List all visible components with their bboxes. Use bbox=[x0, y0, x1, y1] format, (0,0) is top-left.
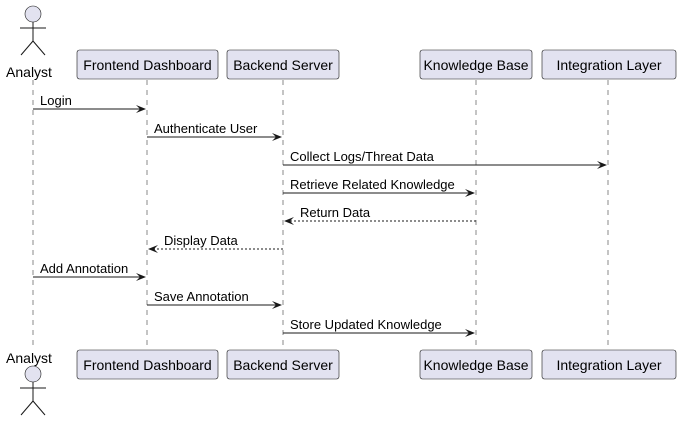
arrowhead-icon bbox=[136, 105, 146, 113]
actor-left-leg bbox=[20, 40, 34, 56]
arrowhead-icon bbox=[272, 133, 282, 141]
participant-box bbox=[226, 49, 340, 80]
participant-backend-top: Backend Server bbox=[226, 49, 340, 80]
participant-label: Knowledge Base bbox=[423, 57, 528, 73]
message-label: Add Annotation bbox=[40, 261, 128, 276]
message-label: Return Data bbox=[300, 205, 371, 220]
arrowhead-icon bbox=[465, 189, 475, 197]
message-label: Authenticate User bbox=[154, 121, 258, 136]
actor-head-icon bbox=[24, 5, 42, 23]
participant-label: Integration Layer bbox=[556, 357, 661, 373]
participant-label: Backend Server bbox=[233, 357, 333, 373]
actor-right-leg bbox=[32, 400, 46, 416]
participant-box bbox=[541, 349, 677, 380]
participant-kb-top: Knowledge Base bbox=[419, 49, 533, 80]
participant-frontend-top: Frontend Dashboard bbox=[76, 49, 219, 80]
arrowhead-icon bbox=[272, 301, 282, 309]
participant-label: Frontend Dashboard bbox=[83, 57, 211, 73]
participant-label: Frontend Dashboard bbox=[83, 357, 211, 373]
participant-box bbox=[419, 349, 533, 380]
message-7: Save Annotation bbox=[147, 289, 282, 309]
message-4: Return Data bbox=[284, 205, 476, 225]
arrowhead-icon bbox=[465, 329, 475, 337]
arrowhead-icon bbox=[597, 161, 607, 169]
message-3: Retrieve Related Knowledge bbox=[283, 177, 475, 197]
actor-label-top: Analyst bbox=[6, 64, 52, 80]
arrowhead-icon bbox=[136, 273, 146, 281]
participant-integration-top: Integration Layer bbox=[541, 49, 677, 80]
participant-kb-bottom: Knowledge Base bbox=[419, 349, 533, 380]
message-label: Display Data bbox=[164, 233, 238, 248]
participant-box bbox=[419, 49, 533, 80]
participant-frontend-bottom: Frontend Dashboard bbox=[76, 349, 219, 380]
message-label: Login bbox=[40, 93, 72, 108]
actor-bottom: Analyst bbox=[6, 350, 52, 416]
message-6: Add Annotation bbox=[33, 261, 146, 281]
participant-label: Integration Layer bbox=[556, 57, 661, 73]
participant-box bbox=[76, 349, 219, 380]
message-label: Collect Logs/Threat Data bbox=[290, 149, 435, 164]
participant-box bbox=[226, 349, 340, 380]
message-5: Display Data bbox=[148, 233, 283, 253]
message-0: Login bbox=[33, 93, 146, 113]
message-label: Retrieve Related Knowledge bbox=[290, 177, 455, 192]
arrowhead-icon bbox=[148, 245, 158, 253]
actor-head-icon bbox=[24, 365, 42, 383]
message-2: Collect Logs/Threat Data bbox=[283, 149, 607, 169]
arrowhead-icon bbox=[284, 217, 294, 225]
participant-integration-bottom: Integration Layer bbox=[541, 349, 677, 380]
actor-left-leg bbox=[20, 400, 34, 416]
message-1: Authenticate User bbox=[147, 121, 282, 141]
message-8: Store Updated Knowledge bbox=[283, 317, 475, 337]
participant-box bbox=[541, 49, 677, 80]
participant-label: Backend Server bbox=[233, 57, 333, 73]
message-label: Save Annotation bbox=[154, 289, 249, 304]
actor-top: Analyst bbox=[6, 5, 52, 80]
actor-label-bottom: Analyst bbox=[6, 350, 52, 366]
participant-backend-bottom: Backend Server bbox=[226, 349, 340, 380]
participant-label: Knowledge Base bbox=[423, 357, 528, 373]
actor-right-leg bbox=[32, 40, 46, 56]
participant-box bbox=[76, 49, 219, 80]
message-label: Store Updated Knowledge bbox=[290, 317, 442, 332]
